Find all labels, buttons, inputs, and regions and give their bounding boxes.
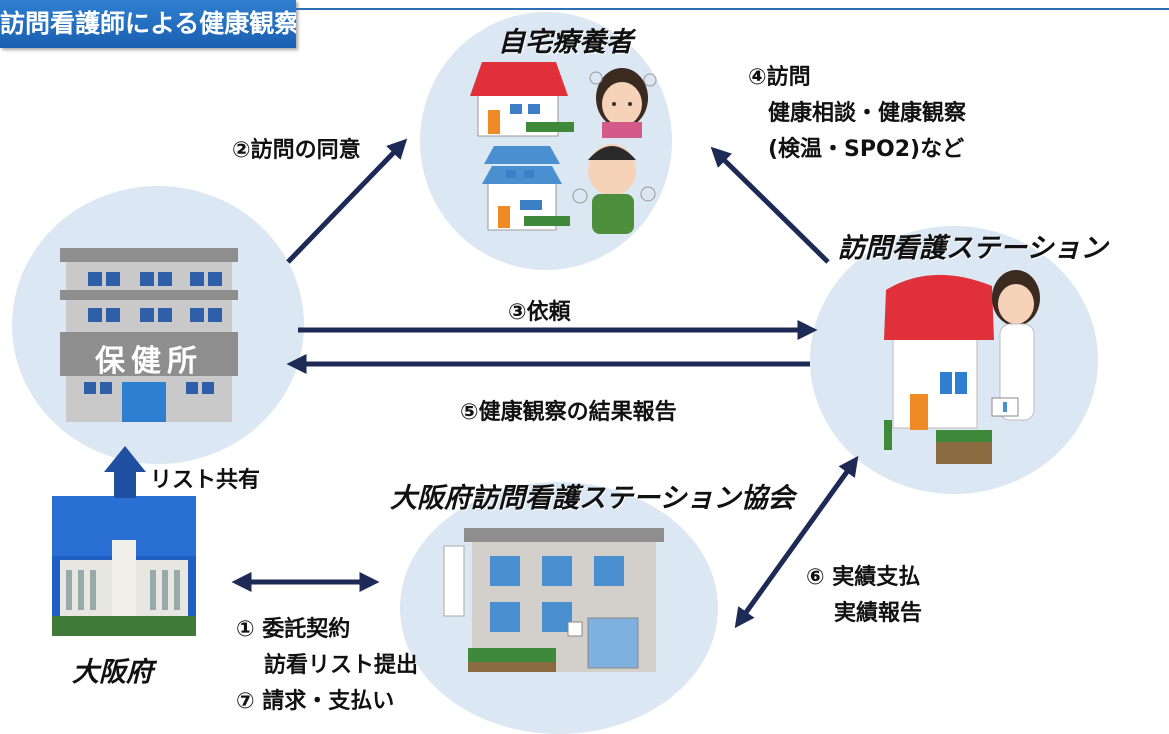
nurse-icon: [991, 270, 1040, 421]
visit-label-line-2: 健康相談・健康観察: [768, 101, 967, 126]
osaka-office-photo: [52, 496, 196, 636]
osaka-label: 大阪府: [72, 657, 153, 688]
contract-label: ① 委託契約 訪看リスト提出 ⑦ 請求・支払い: [236, 612, 418, 720]
visit-arrow: [710, 146, 830, 264]
payment-arrow: [734, 455, 859, 629]
title-rule: [296, 8, 1169, 10]
request-label: ③依頼: [508, 300, 571, 325]
report-label: ⑤健康観察の結果報告: [460, 400, 677, 425]
home-house-red-icon: [470, 62, 574, 137]
payment-label-line-2: 実績報告: [834, 601, 923, 626]
payment-label-line-1: ⑥ 実績支払: [806, 565, 921, 590]
visit-label-line-3: (検温・SPO2)など: [768, 137, 965, 162]
contract-label-line-2: 訪看リスト提出: [264, 653, 419, 678]
list-share-arrow: [104, 446, 146, 498]
payment-label: ⑥ 実績支払 実績報告: [806, 560, 922, 632]
page-title: 訪問看護師による健康観察: [0, 0, 296, 48]
list-share-label: リスト共有: [150, 468, 261, 493]
health-center-building-icon: [60, 248, 238, 422]
association-building-icon: [443, 528, 664, 672]
contract-label-line-3: ⑦ 請求・支払い: [236, 689, 395, 714]
consent-label: ②訪問の同意: [232, 138, 361, 163]
visit-label: ④訪問 健康相談・健康観察 (検温・SPO2)など: [748, 60, 966, 168]
association-label: 大阪府訪問看護ステーション協会: [390, 483, 795, 514]
station-label: 訪問看護ステーション: [838, 233, 1108, 264]
home-house-blue-icon: [482, 146, 570, 231]
home-label: 自宅療養者: [498, 27, 633, 58]
health-center-label: 保健所: [95, 344, 203, 379]
patient-man-icon: [572, 144, 656, 234]
contract-label-line-1: ① 委託契約: [236, 617, 351, 642]
patient-woman-icon: [589, 68, 657, 138]
consent-arrow: [286, 138, 408, 264]
station-house-icon: [884, 274, 994, 464]
visit-label-line-1: ④訪問: [748, 65, 811, 90]
